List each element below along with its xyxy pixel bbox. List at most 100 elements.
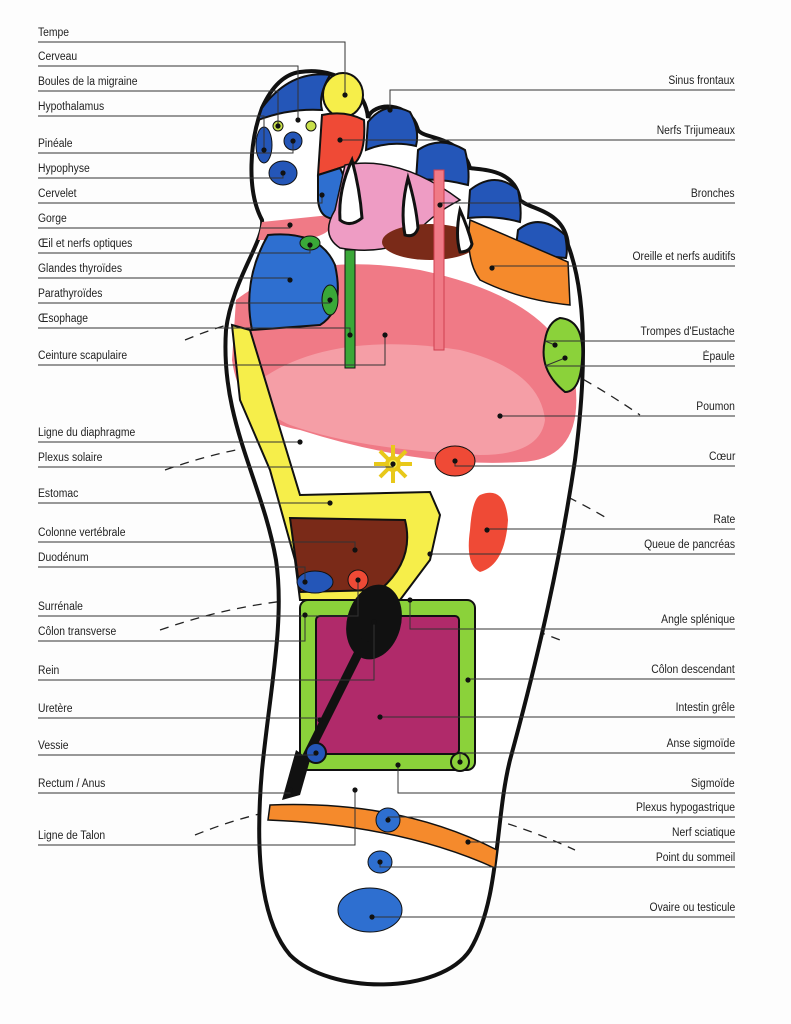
leader-line	[389, 89, 735, 110]
leader-line	[38, 622, 375, 681]
leader-dot	[352, 787, 358, 793]
leader-dot	[427, 551, 433, 557]
rectum-zone	[282, 750, 310, 800]
right-label: Nerf sciatique	[671, 827, 735, 839]
right-label: Oreille et nerfs auditifs	[632, 251, 735, 263]
left-label: Parathyroïdes	[38, 288, 103, 300]
right-label: Trompes d'Eustache	[640, 326, 735, 338]
left-label: Boules de la migraine	[38, 76, 138, 88]
left-label: Gorge	[38, 213, 67, 225]
left-label: Côlon transverse	[38, 626, 117, 638]
leader-dot	[337, 137, 343, 143]
right-label: Plexus hypogastrique	[636, 802, 735, 814]
left-label: Plexus solaire	[38, 452, 103, 464]
left-label: Estomac	[38, 488, 79, 500]
leader-dot	[295, 117, 301, 123]
leader-dot	[355, 577, 361, 583]
leader-dot	[407, 597, 413, 603]
toe-gap	[456, 205, 474, 254]
right-label: Épaule	[702, 351, 735, 363]
leader-line	[38, 141, 294, 154]
left-label: Duodénum	[38, 552, 89, 564]
leader-dot	[465, 677, 471, 683]
leader-line	[38, 615, 306, 642]
leader-dot	[327, 500, 333, 506]
right-label: Rate	[713, 514, 735, 526]
right-label: Point du sommeil	[655, 852, 735, 864]
left-label: Cervelet	[38, 188, 77, 200]
right-label: Anse sigmoïde	[666, 738, 735, 750]
leader-line	[38, 580, 359, 617]
leader-dot	[465, 839, 471, 845]
left-label: Rectum / Anus	[38, 778, 106, 790]
left-label: Œsophage	[38, 313, 89, 325]
leader-dot	[287, 277, 293, 283]
left-label: Œil et nerfs optiques	[38, 238, 133, 250]
leader-line	[38, 245, 311, 254]
toe-2-sinus	[364, 106, 419, 152]
right-label: Sinus frontaux	[668, 75, 735, 87]
leader-line	[38, 566, 306, 582]
esophagus	[344, 249, 356, 369]
leader-dot	[385, 817, 391, 823]
spleen-zone	[468, 492, 508, 572]
leader-line	[409, 600, 735, 630]
leader-dot	[287, 222, 293, 228]
left-label: Ceinture scapulaire	[38, 350, 128, 362]
leader-dot	[437, 202, 443, 208]
toe-4-sinus	[466, 179, 522, 224]
leader-dot	[327, 297, 333, 303]
leader-line	[544, 340, 735, 346]
leader-dot	[287, 787, 293, 793]
leader-line	[38, 41, 346, 95]
leader-dot	[562, 355, 568, 361]
leader-line	[38, 790, 356, 846]
leader-line	[38, 225, 291, 229]
leader-dot	[387, 107, 393, 113]
brain-zone	[256, 73, 332, 122]
leader-dot	[297, 439, 303, 445]
leader-dot	[280, 170, 286, 176]
leader-dot	[307, 242, 313, 248]
leader-dot	[552, 342, 558, 348]
leader-line	[38, 541, 356, 550]
left-label: Ligne du diaphragme	[38, 427, 136, 439]
migraine-ball	[305, 120, 317, 132]
leader-dot	[302, 612, 308, 618]
lung-light	[259, 344, 545, 455]
right-label: Cœur	[708, 451, 735, 463]
leader-line	[459, 752, 735, 762]
leader-dot	[390, 461, 396, 467]
left-label: Uretère	[38, 703, 73, 715]
leader-dot	[457, 759, 463, 765]
leader-line	[38, 335, 386, 366]
leader-dot	[275, 123, 281, 129]
leader-dot	[342, 92, 348, 98]
right-label: Queue de pancréas	[644, 539, 735, 551]
right-label: Angle splénique	[661, 614, 735, 626]
leader-dot	[497, 413, 503, 419]
toe-gap	[338, 155, 364, 225]
ovary-zone	[337, 887, 403, 933]
left-label: Glandes thyroïdes	[38, 263, 123, 275]
leader-line	[544, 357, 735, 367]
duodenum-zone	[296, 570, 334, 594]
left-label: Hypophyse	[38, 163, 90, 175]
sciatic-band	[267, 803, 498, 870]
thyroid-zone	[248, 233, 339, 332]
leader-line	[38, 90, 279, 126]
right-label: Bronches	[691, 188, 735, 200]
leader-dot	[395, 762, 401, 768]
right-label: Côlon descendant	[651, 664, 735, 676]
right-label: Poumon	[696, 401, 735, 413]
leader-dots	[261, 92, 568, 920]
leader-dot	[302, 579, 308, 585]
left-label: Cerveau	[38, 51, 78, 63]
leader-dot	[452, 458, 458, 464]
trachea	[433, 169, 445, 351]
leader-dot	[377, 859, 383, 865]
leader-line	[397, 765, 735, 794]
leader-dot	[382, 332, 388, 338]
